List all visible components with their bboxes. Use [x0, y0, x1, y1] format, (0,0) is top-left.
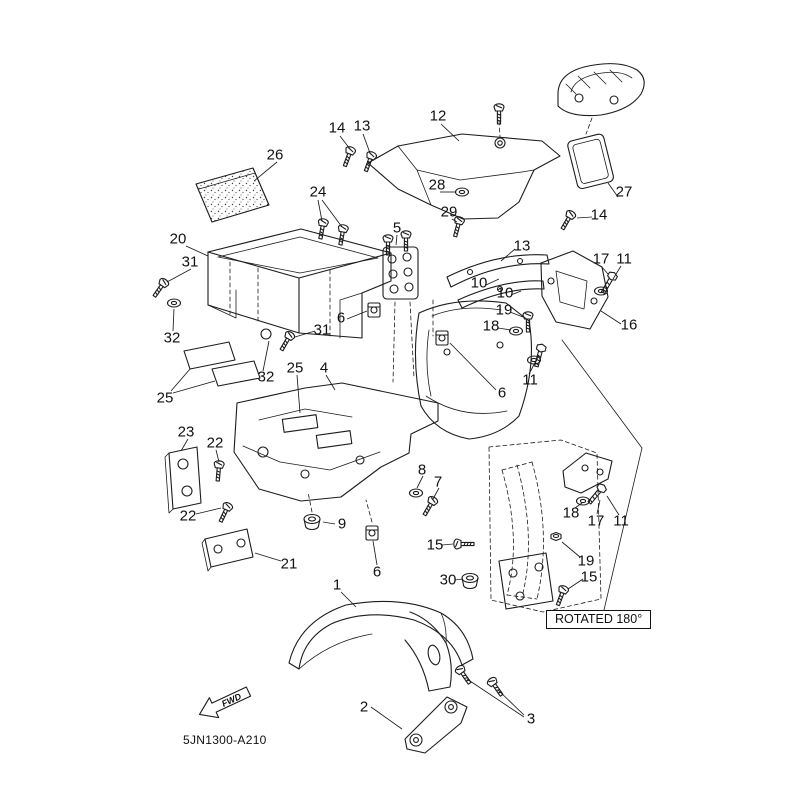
callout-18: 18 [482, 317, 500, 335]
callout-12: 12 [429, 107, 447, 125]
callout-11: 11 [616, 250, 632, 268]
drawing-number: 5JN1300-A210 [183, 733, 267, 747]
callout-23: 23 [177, 423, 195, 441]
part-10-band [457, 280, 545, 309]
part-23-bracket [164, 446, 202, 514]
callout-27: 27 [615, 183, 633, 201]
callout-1: 1 [332, 576, 342, 594]
callout-15: 15 [580, 568, 598, 586]
callout-2: 2 [359, 698, 369, 716]
callout-13: 13 [353, 117, 371, 135]
part-26-protector-plate [195, 167, 270, 223]
part-16-bracket [540, 250, 609, 330]
callout-32: 32 [163, 329, 181, 347]
callout-28: 28 [428, 176, 446, 194]
callout-19: 19 [577, 552, 595, 570]
callout-14: 14 [590, 206, 608, 224]
part-2-stay [404, 696, 468, 754]
part-4-inner-panel [233, 382, 439, 523]
callout-18: 18 [562, 504, 580, 522]
callout-24: 24 [309, 183, 327, 201]
callout-26: 26 [266, 146, 284, 164]
callout-25: 25 [286, 359, 304, 377]
part-5-connector-block [382, 246, 419, 383]
callout-10: 10 [496, 284, 514, 302]
callout-14: 14 [328, 119, 346, 137]
callout-32: 32 [257, 368, 275, 386]
callout-17: 17 [587, 512, 605, 530]
callout-5: 5 [392, 219, 402, 237]
part-grab-rail [557, 63, 645, 135]
callout-11: 11 [522, 371, 538, 389]
callout-8: 8 [417, 461, 427, 479]
callout-6: 6 [336, 309, 346, 327]
part-12-rear-fender [367, 120, 561, 220]
part-25-pads [183, 341, 261, 387]
part-13-band [446, 254, 550, 288]
callout-17: 17 [592, 250, 610, 268]
callout-9: 9 [337, 515, 347, 533]
callout-6: 6 [372, 563, 382, 581]
callout-10: 10 [470, 274, 488, 292]
callout-30: 30 [439, 571, 457, 589]
callout-25: 25 [156, 389, 174, 407]
callout-7: 7 [433, 473, 443, 491]
callout-4: 4 [319, 359, 329, 377]
callout-19: 19 [495, 301, 513, 319]
callout-3: 3 [526, 710, 536, 728]
callout-20: 20 [169, 230, 187, 248]
callout-16: 16 [620, 316, 638, 334]
callout-22: 22 [206, 434, 224, 452]
callout-31: 31 [313, 321, 331, 339]
part-27-panel [567, 133, 614, 190]
callout-6: 6 [497, 384, 507, 402]
leader-lines [166, 123, 622, 730]
callout-13: 13 [513, 237, 531, 255]
callout-11: 11 [613, 512, 629, 530]
callout-21: 21 [280, 555, 298, 573]
part-20-storage-box [207, 228, 392, 340]
rotated-180-label: ROTATED 180° [555, 612, 643, 626]
callout-31: 31 [181, 253, 199, 271]
callout-29: 29 [440, 203, 458, 221]
rotated-assembly [488, 439, 613, 613]
callout-22: 22 [179, 507, 197, 525]
callout-15: 15 [426, 536, 444, 554]
rotated-180-box: ROTATED 180° [546, 610, 652, 629]
part-1-front-fender [288, 600, 474, 692]
part-inner-fender [414, 299, 533, 440]
part-21-bracket [201, 528, 254, 572]
rotated-view-pointer-lines [561, 339, 643, 611]
